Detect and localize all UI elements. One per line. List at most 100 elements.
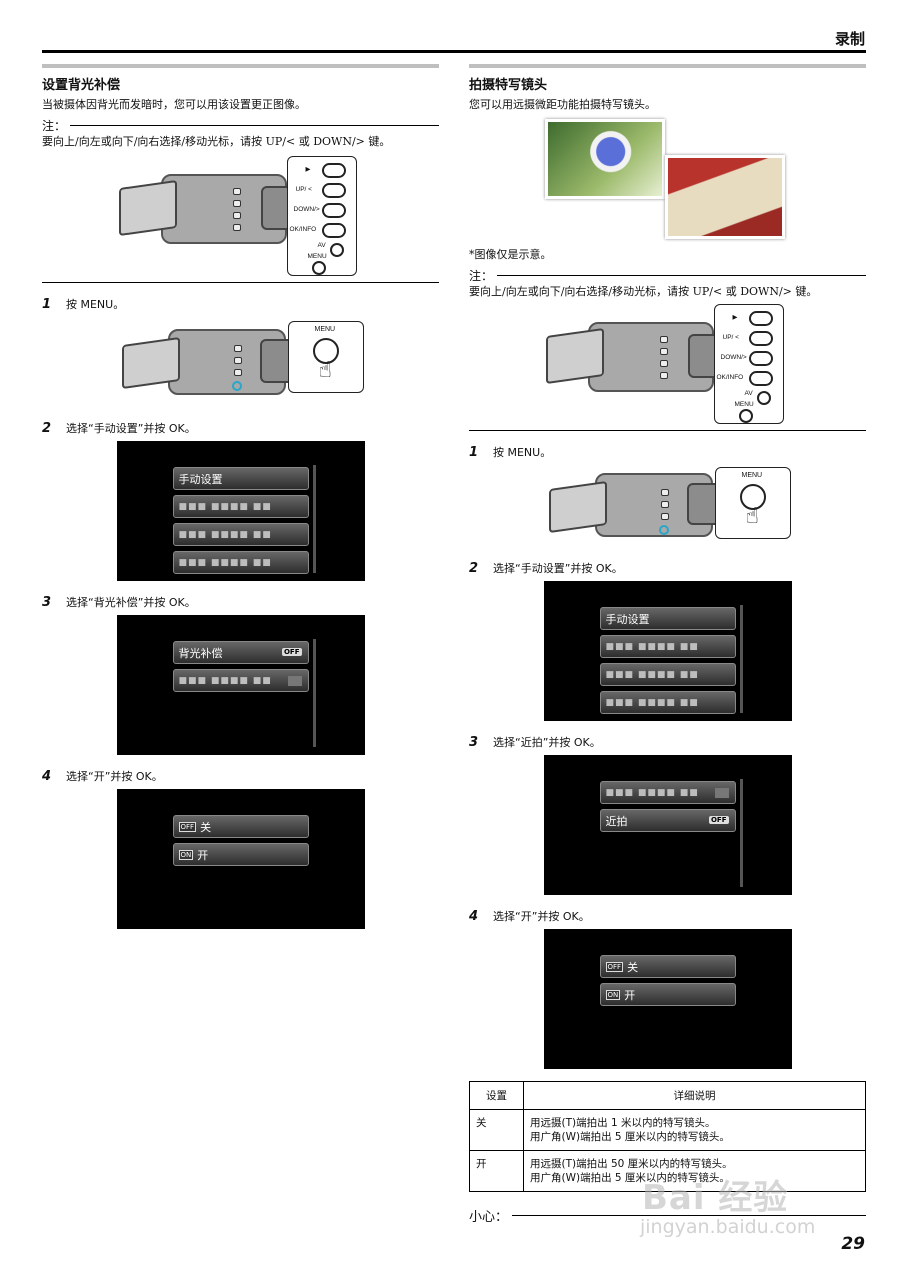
intro-text: 您可以用远摄微距功能拍摄特写镜头。: [469, 98, 656, 111]
dragonfly-photo: [664, 155, 785, 239]
menu-item[interactable]: ■■■ ■■■■ ■■: [599, 781, 736, 804]
menu-button[interactable]: [312, 338, 339, 364]
up-label: UP/ <: [722, 334, 739, 341]
press-menu-illustration: MENU ☝: [543, 465, 793, 547]
table-header-setting: 设置: [469, 1081, 524, 1110]
hand-pointer-icon: ☝: [745, 504, 759, 529]
page-number: 29: [841, 1234, 865, 1254]
menu-button[interactable]: [738, 409, 753, 423]
menu-callout-label: MENU: [314, 326, 336, 333]
av-button[interactable]: [756, 391, 771, 405]
menu-label: MENU: [307, 253, 327, 260]
menu-button[interactable]: [311, 261, 326, 275]
caution-label: 小心：: [469, 1210, 509, 1225]
av-button[interactable]: [329, 243, 344, 257]
note-header: 注：: [42, 117, 439, 134]
table-header-description: 详细说明: [523, 1081, 866, 1110]
divider: [469, 430, 866, 431]
play-button[interactable]: [748, 311, 773, 326]
camera-controls-illustration: ▶ UP/ < DOWN/> OK/INFO AV MENU: [111, 154, 371, 280]
note-header: 注：: [469, 267, 866, 284]
menu-item-manual[interactable]: 手动设置: [172, 467, 309, 490]
okinfo-label: OK/INFO: [716, 374, 744, 381]
section-title-backlight: 设置背光补偿: [42, 78, 121, 93]
press-menu-illustration: MENU ☝: [116, 319, 366, 405]
scrollbar[interactable]: [739, 779, 743, 887]
menu-item[interactable]: ■■■ ■■■■ ■■: [172, 551, 309, 574]
hand-pointer-icon: ☝: [318, 358, 332, 383]
control-panel: ▶ UP/ < DOWN/> OK/INFO AV MENU: [286, 156, 357, 276]
ok-button[interactable]: [321, 223, 346, 238]
ok-button[interactable]: [748, 371, 773, 386]
menu-callout-label: MENU: [741, 472, 763, 479]
scrollbar[interactable]: [312, 465, 316, 573]
flower-photo: [544, 119, 665, 199]
menu-item[interactable]: ■■■ ■■■■ ■■: [599, 663, 736, 686]
table-row: 关 用远摄(T)端拍出 1 米以内的特写镜头。用广角(W)端拍出 5 厘米以内的…: [469, 1109, 866, 1151]
section-title-macro: 拍摄特写镜头: [469, 78, 548, 93]
section-bar: [469, 64, 866, 68]
menu-item[interactable]: ■■■ ■■■■ ■■: [172, 669, 309, 692]
settings-table: 设置 详细说明 关 用远摄(T)端拍出 1 米以内的特写镜头。用广角(W)端拍出…: [469, 1081, 866, 1192]
menu-label: MENU: [734, 401, 754, 408]
divider: [42, 282, 439, 283]
image-note: *图像仅是示意。: [469, 248, 552, 261]
menu-item[interactable]: ■■■ ■■■■ ■■: [172, 495, 309, 518]
scrollbar[interactable]: [312, 639, 316, 747]
header-rule: [42, 50, 866, 53]
menu-callout: MENU ☝: [714, 467, 791, 539]
section-bar: [42, 64, 439, 68]
up-button[interactable]: [748, 331, 773, 346]
play-icon: ▶: [305, 166, 311, 173]
note-label: 注：: [42, 119, 67, 133]
down-label: DOWN/>: [720, 354, 747, 361]
note-label: 注：: [469, 269, 494, 283]
caution-header: 小心：: [469, 1206, 866, 1225]
intro-text: 当被摄体因背光而发暗时，您可以用该设置更正图像。: [42, 98, 306, 111]
chapter-title: 录制: [834, 30, 865, 48]
play-button[interactable]: [321, 163, 346, 178]
watermark-brand: Bai 经验: [642, 1178, 789, 1218]
menu-callout: MENU ☝: [287, 321, 364, 393]
note-text: 要向上/向左或向下/向右选择/移动光标，请按 UP/< 或 DOWN/> 键。: [469, 285, 818, 298]
menu-screen-manual: 手动设置 ■■■ ■■■■ ■■ ■■■ ■■■■ ■■ ■■■ ■■■■ ■■: [543, 581, 792, 721]
av-label: AV: [317, 242, 326, 249]
menu-item[interactable]: ■■■ ■■■■ ■■: [172, 523, 309, 546]
sample-photos: [543, 117, 793, 243]
table-row: 开 用远摄(T)端拍出 50 厘米以内的特写镜头。用广角(W)端拍出 5 厘米以…: [469, 1150, 866, 1192]
right-column: 拍摄特写镜头 您可以用远摄微距功能拍摄特写镜头。 *图像仅是示意。 注： 要向上…: [469, 64, 866, 1225]
off-badge: OFF: [281, 648, 302, 656]
menu-item-manual[interactable]: 手动设置: [599, 607, 736, 630]
menu-item[interactable]: ■■■ ■■■■ ■■: [599, 691, 736, 714]
left-column: 设置背光补偿 当被摄体因背光而发暗时，您可以用该设置更正图像。 注： 要向上/向…: [42, 64, 439, 929]
play-icon: ▶: [732, 314, 738, 321]
camera-controls-illustration: ▶ UP/ < DOWN/> OK/INFO AV MENU: [538, 302, 798, 428]
menu-screen-manual: 手动设置 ■■■ ■■■■ ■■ ■■■ ■■■■ ■■ ■■■ ■■■■ ■■: [116, 441, 365, 581]
up-button[interactable]: [321, 183, 346, 198]
down-button[interactable]: [321, 203, 346, 218]
scrollbar[interactable]: [739, 605, 743, 713]
menu-button[interactable]: [739, 484, 766, 510]
off-badge: OFF: [708, 816, 729, 824]
okinfo-label: OK/INFO: [289, 226, 317, 233]
menu-item[interactable]: ■■■ ■■■■ ■■: [599, 635, 736, 658]
down-button[interactable]: [748, 351, 773, 366]
